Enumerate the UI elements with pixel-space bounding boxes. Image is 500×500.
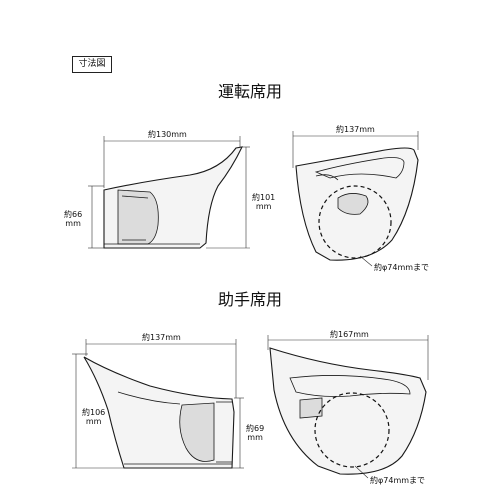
passenger-side-height-right: 約69 mm xyxy=(246,424,265,442)
passenger-side-dimlines xyxy=(72,339,244,469)
driver-side-height-left: 約66 mm xyxy=(64,210,83,228)
passenger-front-diameter: 約φ74mmまで xyxy=(370,476,426,485)
passenger-side-view xyxy=(83,356,235,469)
driver-front-width: 約137mm xyxy=(336,125,375,134)
badge-label: 寸法図 xyxy=(72,56,112,73)
driver-front-diameter: 約φ74mmまで xyxy=(374,263,430,272)
driver-side-view xyxy=(103,146,243,249)
passenger-side-height-left: 約106 mm xyxy=(82,408,106,426)
driver-front-view xyxy=(295,147,419,261)
driver-side-dimlines xyxy=(88,136,250,249)
passenger-side-width: 約137mm xyxy=(142,333,181,342)
passenger-front-dimlines xyxy=(267,335,429,479)
passenger-front-width: 約167mm xyxy=(330,330,369,339)
driver-side-height-right: 約101 mm xyxy=(252,193,276,211)
driver-front-dimlines xyxy=(292,131,419,267)
driver-side-width: 約130mm xyxy=(148,130,187,139)
passenger-front-view xyxy=(269,347,427,475)
passenger-heading: 助手席用 xyxy=(217,290,282,309)
driver-heading: 運転席用 xyxy=(217,82,282,101)
